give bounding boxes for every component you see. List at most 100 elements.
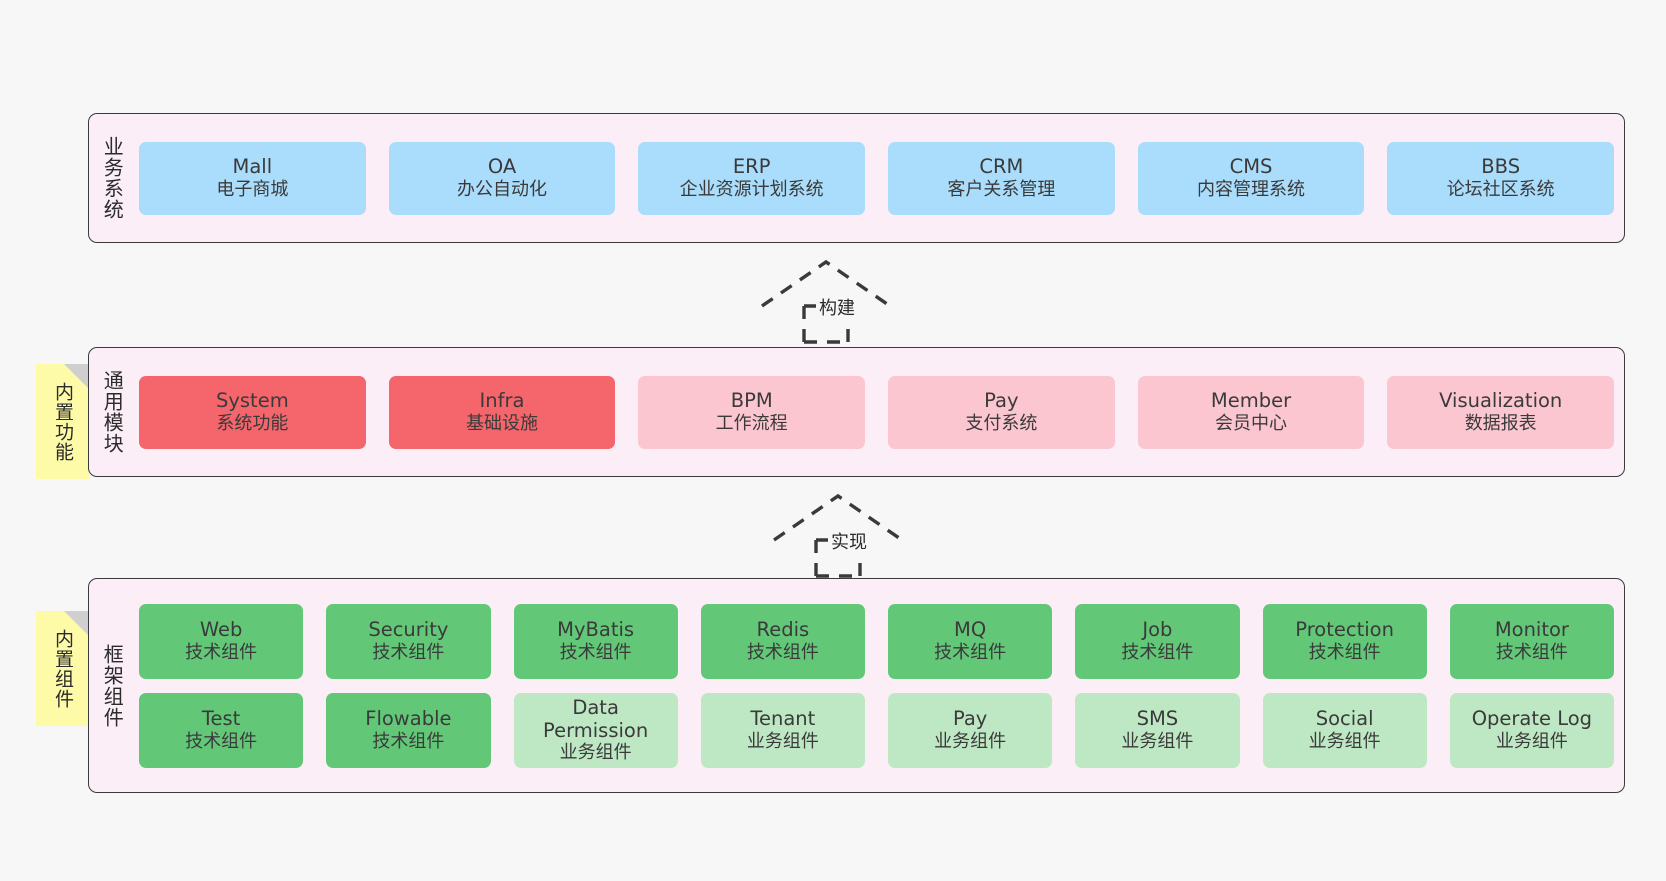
card-operate-log[interactable]: Operate Log 业务组件: [1449, 692, 1614, 768]
card-redis-subtitle: 技术组件: [746, 641, 819, 663]
card-infra[interactable]: Infra 基础设施: [388, 375, 616, 449]
card-bbs-subtitle: 论坛社区系统: [1446, 178, 1555, 200]
layer-modules-row: System 系统功能 Infra 基础设施 BPM 工作流程 Pay 支付系统…: [139, 375, 1615, 449]
note-builtin-components: 内置组件: [36, 611, 89, 726]
card-job-subtitle: 技术组件: [1121, 641, 1194, 663]
card-web-subtitle: 技术组件: [185, 641, 258, 663]
card-visualization[interactable]: Visualization 数据报表: [1387, 375, 1615, 449]
card-social-subtitle: 业务组件: [1308, 730, 1381, 752]
card-job-title: Job: [1142, 618, 1173, 642]
card-mybatis-title: MyBatis: [557, 618, 635, 642]
layer-common-modules: 通用模块 System 系统功能 Infra 基础设施 BPM 工作流程 Pay…: [88, 347, 1625, 477]
card-tenant[interactable]: Tenant 业务组件: [700, 692, 865, 768]
card-erp-title: ERP: [732, 155, 771, 179]
card-mybatis[interactable]: MyBatis 技术组件: [513, 603, 678, 679]
card-security-subtitle: 技术组件: [372, 641, 445, 663]
card-flowable[interactable]: Flowable 技术组件: [326, 692, 491, 768]
layer-modules-body: System 系统功能 Infra 基础设施 BPM 工作流程 Pay 支付系统…: [135, 348, 1624, 476]
card-pay-component-subtitle: 业务组件: [934, 730, 1007, 752]
card-member[interactable]: Member 会员中心: [1137, 375, 1365, 449]
card-bpm-title: BPM: [730, 389, 773, 413]
card-social[interactable]: Social 业务组件: [1262, 692, 1427, 768]
card-crm-subtitle: 客户关系管理: [947, 178, 1056, 200]
card-test-subtitle: 技术组件: [185, 730, 258, 752]
card-security-title: Security: [368, 618, 449, 642]
layer-framework-components: 框架组件 Web 技术组件 Security 技术组件 MyBatis 技术组件…: [88, 578, 1625, 793]
card-pay-module-title: Pay: [984, 389, 1019, 413]
card-mall-title: Mall: [232, 155, 273, 179]
card-cms[interactable]: CMS 内容管理系统: [1137, 141, 1365, 215]
layer-modules-title: 通用模块: [100, 370, 125, 454]
card-member-title: Member: [1210, 389, 1292, 413]
card-social-title: Social: [1315, 707, 1374, 731]
connector-implement: 实现: [772, 492, 912, 578]
card-protection[interactable]: Protection 技术组件: [1262, 603, 1427, 679]
card-monitor[interactable]: Monitor 技术组件: [1449, 603, 1614, 679]
card-redis[interactable]: Redis 技术组件: [700, 603, 865, 679]
card-cms-subtitle: 内容管理系统: [1197, 178, 1306, 200]
card-monitor-title: Monitor: [1494, 618, 1569, 642]
card-protection-subtitle: 技术组件: [1308, 641, 1381, 663]
layer-business-systems: 业务系统 Mall 电子商城 OA 办公自动化 ERP 企业资源计划系统 CRM…: [88, 113, 1625, 243]
card-operate-log-title: Operate Log: [1471, 707, 1593, 731]
card-redis-title: Redis: [756, 618, 810, 642]
card-operate-log-subtitle: 业务组件: [1495, 730, 1568, 752]
card-test[interactable]: Test 技术组件: [139, 692, 304, 768]
card-crm[interactable]: CRM 客户关系管理: [888, 141, 1115, 215]
connector-implement-label: 实现: [828, 528, 870, 554]
card-flowable-subtitle: 技术组件: [372, 730, 445, 752]
card-system[interactable]: System 系统功能: [139, 375, 366, 449]
card-mall[interactable]: Mall 电子商城: [139, 141, 366, 215]
card-oa-subtitle: 办公自动化: [457, 178, 547, 200]
card-bbs[interactable]: BBS 论坛社区系统: [1387, 141, 1615, 215]
layer-business-body: Mall 电子商城 OA 办公自动化 ERP 企业资源计划系统 CRM 客户关系…: [135, 114, 1624, 242]
card-erp-subtitle: 企业资源计划系统: [679, 178, 824, 200]
layer-framework-row-tech: Web 技术组件 Security 技术组件 MyBatis 技术组件 Redi…: [139, 603, 1614, 679]
card-mq-subtitle: 技术组件: [934, 641, 1007, 663]
card-test-title: Test: [201, 707, 241, 731]
card-pay-component-title: Pay: [952, 707, 988, 731]
card-pay-module[interactable]: Pay 支付系统: [888, 375, 1115, 449]
card-mq[interactable]: MQ 技术组件: [888, 603, 1053, 679]
card-mybatis-subtitle: 技术组件: [559, 641, 632, 663]
card-cms-title: CMS: [1229, 155, 1273, 179]
card-crm-title: CRM: [979, 155, 1024, 179]
card-monitor-subtitle: 技术组件: [1495, 641, 1568, 663]
card-web[interactable]: Web 技术组件: [139, 603, 304, 679]
card-flowable-title: Flowable: [365, 707, 452, 731]
card-infra-title: Infra: [479, 389, 525, 413]
layer-framework-body: Web 技术组件 Security 技术组件 MyBatis 技术组件 Redi…: [135, 579, 1624, 792]
card-oa[interactable]: OA 办公自动化: [388, 141, 616, 215]
card-pay-component[interactable]: Pay 业务组件: [888, 692, 1053, 768]
card-bbs-title: BBS: [1481, 155, 1521, 179]
layer-framework-title: 框架组件: [100, 643, 125, 728]
card-pay-module-subtitle: 支付系统: [965, 412, 1038, 434]
card-bpm-subtitle: 工作流程: [715, 412, 788, 434]
layer-framework-row-business: Test 技术组件 Flowable 技术组件 Data Permission …: [139, 692, 1614, 768]
card-data-permission-subtitle: 业务组件: [559, 742, 632, 764]
card-member-subtitle: 会员中心: [1215, 412, 1288, 434]
layer-business-title: 业务系统: [100, 136, 125, 220]
card-system-title: System: [215, 389, 289, 413]
card-mall-subtitle: 电子商城: [216, 178, 289, 200]
note-builtin-components-label: 内置组件: [51, 628, 74, 709]
card-job[interactable]: Job 技术组件: [1075, 603, 1240, 679]
card-erp[interactable]: ERP 企业资源计划系统: [638, 141, 866, 215]
card-web-title: Web: [199, 618, 243, 642]
card-mq-title: MQ: [954, 618, 987, 642]
card-protection-title: Protection: [1295, 618, 1394, 642]
card-data-permission-title: Data Permission: [543, 695, 649, 743]
card-sms[interactable]: SMS 业务组件: [1075, 692, 1240, 768]
card-sms-title: SMS: [1136, 707, 1179, 731]
card-bpm[interactable]: BPM 工作流程: [638, 375, 866, 449]
card-infra-subtitle: 基础设施: [466, 412, 538, 434]
card-oa-title: OA: [487, 155, 517, 179]
card-visualization-title: Visualization: [1439, 389, 1563, 413]
note-builtin-features-label: 内置功能: [51, 381, 74, 462]
card-data-permission[interactable]: Data Permission 业务组件: [513, 692, 678, 768]
connector-build-label: 构建: [816, 294, 858, 320]
layer-business-row: Mall 电子商城 OA 办公自动化 ERP 企业资源计划系统 CRM 客户关系…: [139, 141, 1615, 215]
card-security[interactable]: Security 技术组件: [326, 603, 491, 679]
card-sms-subtitle: 业务组件: [1121, 730, 1194, 752]
